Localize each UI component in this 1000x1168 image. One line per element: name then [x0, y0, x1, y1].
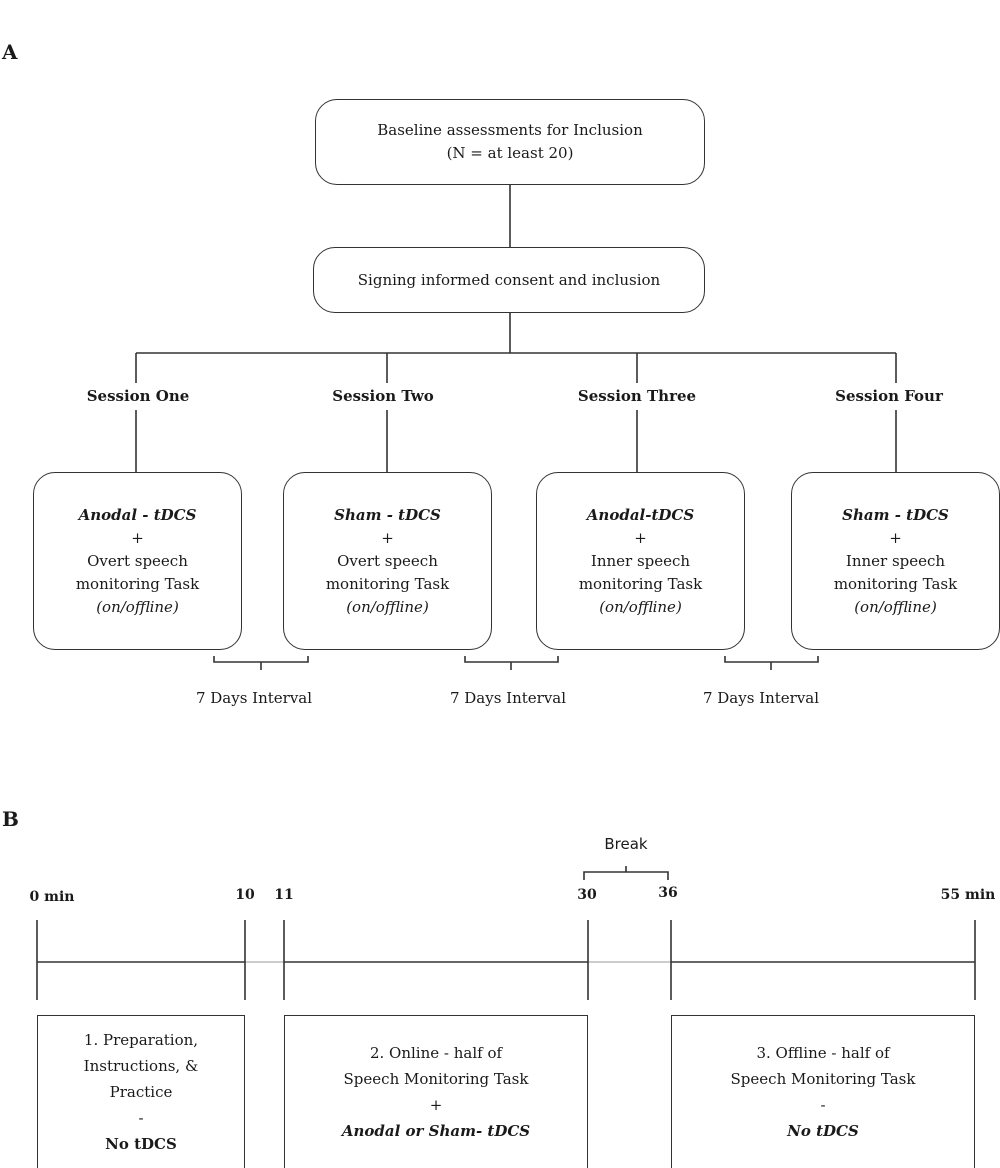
tick-label-30: 30 — [577, 887, 597, 903]
phase-two-line3: + — [429, 1096, 443, 1114]
phase-two-box: 2. Online - half of Speech Monitoring Ta… — [284, 1015, 588, 1168]
session-four-plus: + — [889, 528, 902, 547]
interval-label-1: 7 Days Interval — [195, 689, 313, 707]
phase-three-line4: No tDCS — [787, 1122, 859, 1140]
phase-one-line2: Instructions, & — [83, 1057, 199, 1075]
baseline-line1: Baseline assessments for Inclusion — [377, 121, 643, 139]
consent-box: Signing informed consent and inclusion — [313, 247, 705, 313]
interval-label-3: 7 Days Interval — [702, 689, 820, 707]
session-three-stim: Anodal-tDCS — [586, 505, 695, 524]
tick-label-36: 36 — [658, 885, 678, 901]
baseline-box: Baseline assessments for Inclusion (N = … — [315, 99, 705, 185]
interval-label-2: 7 Days Interval — [449, 689, 567, 707]
session-one-label: Session One — [86, 387, 190, 405]
tick-label-55: 55 min — [940, 887, 996, 903]
phase-one-line1: 1. Preparation, — [83, 1031, 199, 1049]
phase-three-line3: - — [820, 1096, 826, 1114]
phase-two-line4: Anodal or Sham- tDCS — [341, 1122, 531, 1140]
session-three-task1: Inner speech — [590, 551, 691, 570]
phase-one-box: 1. Preparation, Instructions, & Practice… — [37, 1015, 245, 1168]
session-two-label: Session Two — [332, 387, 434, 405]
phase-three-box: 3. Offline - half of Speech Monitoring T… — [671, 1015, 975, 1168]
tick-label-0: 0 min — [29, 889, 75, 905]
session-three-mode: (on/offline) — [599, 597, 682, 616]
tick-label-10: 10 — [235, 887, 255, 903]
session-three-label: Session Three — [577, 387, 697, 405]
session-one-mode: (on/offline) — [96, 597, 179, 616]
session-two-task1: Overt speech — [337, 551, 438, 570]
session-four-stim: Sham - tDCS — [842, 505, 949, 524]
phase-one-line5: No tDCS — [105, 1135, 177, 1153]
session-three-task2: monitoring Task — [578, 574, 703, 593]
phase-two-line1: 2. Online - half of — [369, 1044, 503, 1062]
phase-two-line2: Speech Monitoring Task — [343, 1070, 529, 1088]
session-one-box: Anodal - tDCS + Overt speech monitoring … — [33, 472, 242, 650]
session-two-mode: (on/offline) — [346, 597, 429, 616]
break-label: Break — [604, 835, 648, 853]
phase-three-line2: Speech Monitoring Task — [730, 1070, 916, 1088]
tick-label-11: 11 — [274, 887, 294, 903]
phase-one-line4: - — [138, 1109, 144, 1127]
session-three-box: Anodal-tDCS + Inner speech monitoring Ta… — [536, 472, 745, 650]
session-two-task2: monitoring Task — [325, 574, 450, 593]
session-one-task2: monitoring Task — [75, 574, 200, 593]
phase-three-line1: 3. Offline - half of — [756, 1044, 890, 1062]
session-four-task2: monitoring Task — [833, 574, 958, 593]
session-four-label: Session Four — [835, 387, 943, 405]
session-four-task1: Inner speech — [845, 551, 946, 570]
session-three-plus: + — [634, 528, 647, 547]
session-one-task1: Overt speech — [87, 551, 188, 570]
session-one-plus: + — [131, 528, 144, 547]
session-four-box: Sham - tDCS + Inner speech monitoring Ta… — [791, 472, 1000, 650]
session-four-mode: (on/offline) — [854, 597, 937, 616]
session-two-plus: + — [381, 528, 394, 547]
session-one-stim: Anodal - tDCS — [78, 505, 197, 524]
session-two-stim: Sham - tDCS — [334, 505, 441, 524]
baseline-line2: (N = at least 20) — [446, 144, 574, 162]
consent-text: Signing informed consent and inclusion — [357, 270, 661, 289]
panel-b-label: B — [2, 807, 19, 831]
phase-one-line3: Practice — [109, 1083, 173, 1101]
session-two-box: Sham - tDCS + Overt speech monitoring Ta… — [283, 472, 492, 650]
panel-a-label: A — [2, 40, 18, 64]
